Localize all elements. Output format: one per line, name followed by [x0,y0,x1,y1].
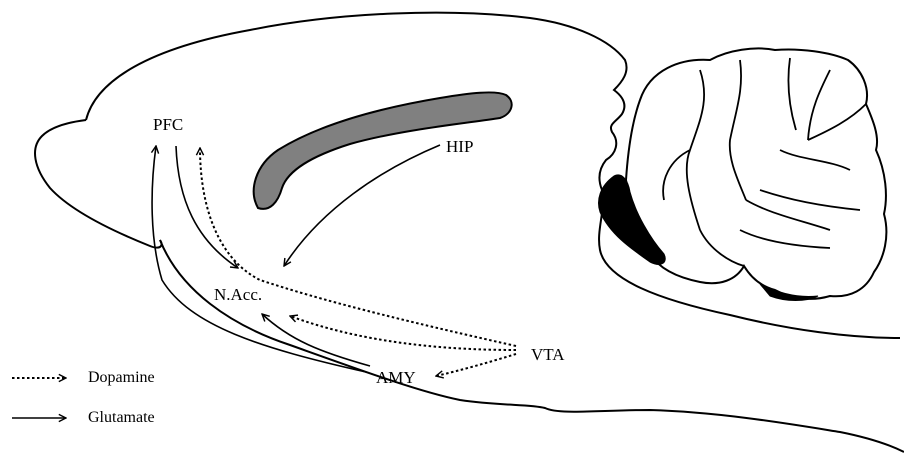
cerebrum-outline [86,13,900,338]
legend-dopamine-label: Dopamine [88,370,155,386]
cerebellar-folia [663,58,866,266]
vta-label: VTA [531,346,565,363]
glutamate-hip-to-nacc [284,145,440,266]
legend-glutamate-label: Glutamate [88,410,155,426]
dopamine-vta-to-amy [436,354,516,376]
amy-label: AMY [376,369,416,386]
ventricle-lower [760,284,818,301]
hip-label: HIP [446,138,473,155]
nacc-label: N.Acc. [214,286,262,303]
dopamine-vta-to-nacc [290,316,516,350]
fourth-ventricle [599,175,666,264]
olfactory-bulb-outline [35,120,162,248]
dopamine-vta-to-pfc [200,148,516,346]
pfc-label: PFC [153,116,183,133]
